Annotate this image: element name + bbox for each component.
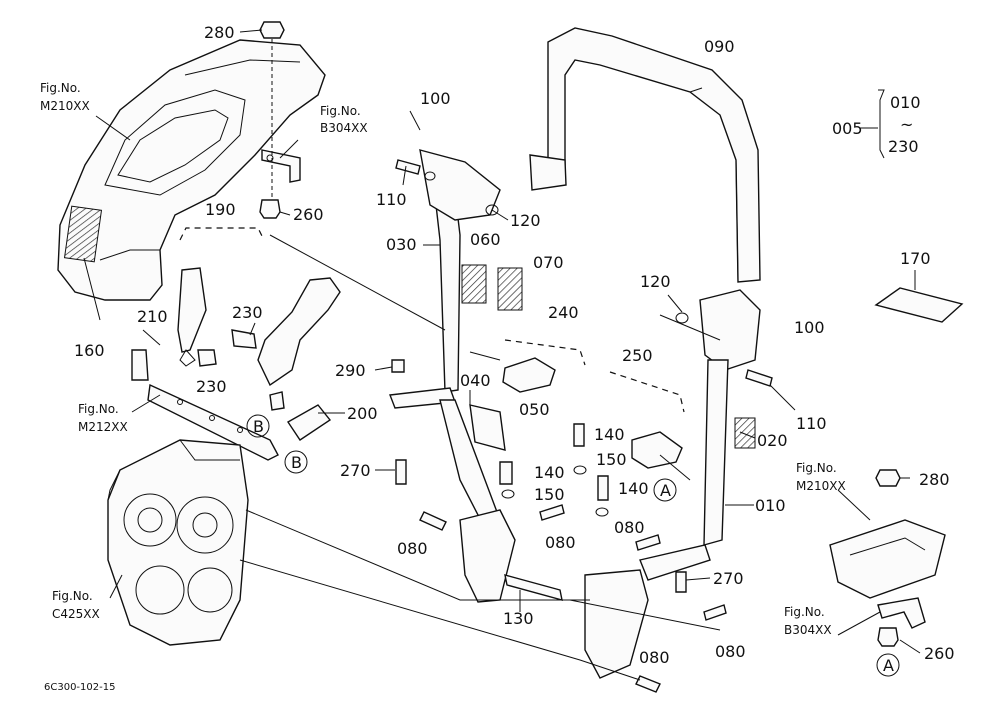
circle-mark-letter: B <box>253 417 264 436</box>
callout-060: 060 <box>470 230 501 249</box>
fender-part <box>57 39 326 301</box>
plate-130 <box>504 574 563 601</box>
fig-ref-code: M210XX <box>796 479 846 493</box>
washers <box>424 171 689 517</box>
callout-080: 080 <box>614 518 645 537</box>
fig-ref-code: B304XX <box>784 623 832 637</box>
callout-020: 020 <box>757 431 788 450</box>
nut-260-upper <box>259 199 281 219</box>
fig-ref-label: Fig.No. <box>40 81 81 95</box>
callout-260: 260 <box>293 205 324 224</box>
seat-belt-buckle <box>177 227 265 367</box>
callout-090: 090 <box>704 37 735 56</box>
circle-mark-a-2 <box>876 653 900 677</box>
rops-left-pillar <box>389 149 516 603</box>
callout-260: 260 <box>924 644 955 663</box>
callout-150: 150 <box>534 485 565 504</box>
callout-080: 080 <box>545 533 576 552</box>
rops-frame <box>529 27 761 283</box>
seat-belt-strap <box>197 277 341 387</box>
callout-110: 110 <box>796 414 827 433</box>
callout-010: 010 <box>755 496 786 515</box>
bracket-right <box>877 597 926 629</box>
range-tilde: ~ <box>900 115 913 134</box>
bracket-upper <box>261 25 301 210</box>
bracket-200 <box>269 391 332 441</box>
cover-250 <box>609 371 685 469</box>
side-bar <box>469 404 506 451</box>
callout-250: 250 <box>622 346 653 365</box>
decal-070 <box>497 267 523 311</box>
range-from-callout: 010 <box>890 93 921 112</box>
fender-right <box>829 519 946 599</box>
decal-060 <box>461 264 487 304</box>
callout-270: 270 <box>713 569 744 588</box>
rops-right-pillar <box>584 289 761 679</box>
fig-ref-label: Fig.No. <box>784 605 825 619</box>
callout-080: 080 <box>715 642 746 661</box>
callout-140: 140 <box>618 479 649 498</box>
drawing-code: 6C300-102-15 <box>44 682 115 693</box>
fig-ref-code: C425XX <box>52 607 100 621</box>
fig-ref-label: Fig.No. <box>78 402 119 416</box>
circle-mark-letter: B <box>291 453 302 472</box>
callout-080: 080 <box>397 539 428 558</box>
callout-070: 070 <box>533 253 564 272</box>
callout-280: 280 <box>204 23 235 42</box>
callout-270: 270 <box>340 461 371 480</box>
circle-marks <box>246 414 900 677</box>
callout-160: 160 <box>74 341 105 360</box>
fig-ref-label: Fig.No. <box>320 104 361 118</box>
transmission-case <box>107 439 249 646</box>
callout-120: 120 <box>510 211 541 230</box>
callout-130: 130 <box>503 609 534 628</box>
callout-290: 290 <box>335 361 366 380</box>
circle-mark-b-1 <box>246 414 270 438</box>
range-to-callout: 230 <box>888 137 919 156</box>
bolts <box>391 159 773 693</box>
callout-200: 200 <box>347 404 378 423</box>
range-main-callout: 005 <box>832 119 863 138</box>
fig-ref-label: Fig.No. <box>52 589 93 603</box>
callout-030: 030 <box>386 235 417 254</box>
callout-230: 230 <box>232 303 263 322</box>
callout-170: 170 <box>900 249 931 268</box>
callout-150: 150 <box>596 450 627 469</box>
circle-mark-letter: A <box>883 656 894 675</box>
callout-140: 140 <box>594 425 625 444</box>
nut-280-right <box>875 469 901 487</box>
callout-080: 080 <box>639 648 670 667</box>
fig-ref-label: Fig.No. <box>796 461 837 475</box>
callout-240: 240 <box>548 303 579 322</box>
fig-ref-code: M212XX <box>78 420 128 434</box>
callout-230: 230 <box>196 377 227 396</box>
circle-mark-letter: A <box>660 481 671 500</box>
callout-110: 110 <box>376 190 407 209</box>
decal-020 <box>734 417 756 449</box>
fig-ref-code: B304XX <box>320 121 368 135</box>
callout-050: 050 <box>519 400 550 419</box>
nut-260-right <box>877 627 899 647</box>
callout-280: 280 <box>919 470 950 489</box>
cover-240 <box>502 339 586 393</box>
circle-mark-a-1 <box>653 478 677 502</box>
sheet-170 <box>874 287 964 323</box>
leader-lines <box>83 29 921 681</box>
callout-040: 040 <box>460 371 491 390</box>
nut-280-upper <box>259 21 285 39</box>
callout-210: 210 <box>137 307 168 326</box>
callout-140: 140 <box>534 463 565 482</box>
circle-mark-b-2 <box>284 450 308 474</box>
callout-100: 100 <box>794 318 825 337</box>
callout-120: 120 <box>640 272 671 291</box>
fig-ref-code: M210XX <box>40 99 90 113</box>
stay-m212 <box>131 349 279 461</box>
callout-100: 100 <box>420 89 451 108</box>
callout-190: 190 <box>205 200 236 219</box>
